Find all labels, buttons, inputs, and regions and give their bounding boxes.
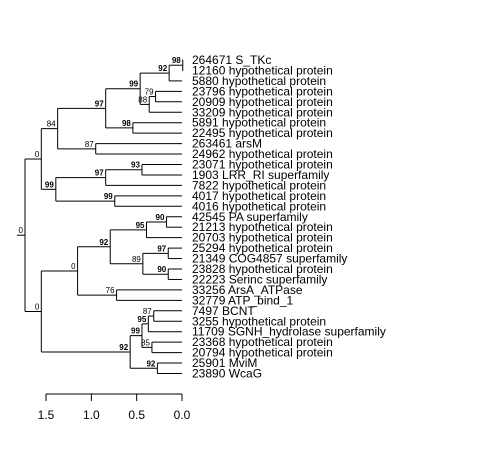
tip-label: 22223 Serinc superfamily xyxy=(192,272,327,286)
support-value: 98 xyxy=(172,56,181,65)
support-value: 87 xyxy=(143,307,152,316)
tip-label: 22495 hypothetical protein xyxy=(192,126,333,140)
support-value: 97 xyxy=(95,169,104,178)
support-value: 0 xyxy=(35,302,40,311)
support-value: 95 xyxy=(136,221,145,230)
support-value: 99 xyxy=(45,180,54,189)
support-value: 99 xyxy=(104,192,113,201)
support-value: 90 xyxy=(156,213,165,222)
support-value: 92 xyxy=(146,359,155,368)
tip-label: 33209 hypothetical protein xyxy=(192,105,333,119)
axis-tick-label: 0.5 xyxy=(128,408,145,422)
tip-label: 23890 WcaG xyxy=(192,367,262,381)
support-value: 97 xyxy=(157,244,166,253)
tip-label: 20909 hypothetical protein xyxy=(192,95,333,109)
tip-label: 264671 S_TKc xyxy=(192,53,271,67)
support-value: 0 xyxy=(71,262,76,271)
support-value: 99 xyxy=(129,80,138,89)
support-value: 92 xyxy=(158,64,167,73)
tip-label: 11709 SGNH_hydrolase superfamily xyxy=(192,325,386,339)
support-value: 93 xyxy=(131,161,140,170)
tip-label: 33256 ArsA_ATPase xyxy=(192,283,303,297)
tree-branches xyxy=(17,59,184,374)
support-value: 97 xyxy=(95,99,104,108)
axis-tick-label: 1.0 xyxy=(83,408,100,422)
support-value: 76 xyxy=(106,286,115,295)
axis-tick-label: 0.0 xyxy=(174,408,191,422)
axis-tick-label: 1.5 xyxy=(38,408,55,422)
support-value: 0 xyxy=(19,226,24,235)
support-value: 92 xyxy=(99,238,108,247)
tip-label: 25901 MviM xyxy=(192,356,257,370)
support-value: 92 xyxy=(119,343,128,352)
tip-label: 12160 hypothetical protein xyxy=(192,63,333,77)
tip-label: 5880 hypothetical protein xyxy=(192,74,326,88)
support-value: 98 xyxy=(122,119,131,128)
tip-label: 25294 hypothetical protein xyxy=(192,241,333,255)
support-value: 87 xyxy=(85,140,94,149)
support-value: 84 xyxy=(47,120,56,129)
scale-axis: 1.5 1.0 0.5 0.0 xyxy=(38,393,191,422)
tip-label: 42545 PA superfamily xyxy=(192,210,308,224)
tip-label: 7497 BCNT xyxy=(192,304,255,318)
support-value: 90 xyxy=(157,265,166,274)
tip-label: 23071 hypothetical protein xyxy=(192,158,333,172)
support-value: 89 xyxy=(132,255,141,264)
tip-label: 23368 hypothetical protein xyxy=(192,335,333,349)
support-value: 99 xyxy=(131,327,140,336)
tip-label: 32779 ATP_bind_1 xyxy=(192,293,294,307)
tip-label: 20794 hypothetical protein xyxy=(192,346,333,360)
tip-label: 20703 hypothetical protein xyxy=(192,231,333,245)
tip-label: 5891 hypothetical protein xyxy=(192,116,326,130)
tip-label: 23796 hypothetical protein xyxy=(192,84,333,98)
tip-label: 263461 arsM xyxy=(192,137,262,151)
support-values: 9892798899989787849397999909095979089927… xyxy=(19,56,182,368)
tip-label: 7822 hypothetical protein xyxy=(192,178,326,192)
tip-label: 1903 LRR_RI superfamily xyxy=(192,168,329,182)
support-value: 79 xyxy=(145,88,154,97)
support-value: 85 xyxy=(141,338,150,347)
tip-label: 4016 hypothetical protein xyxy=(192,199,326,213)
support-value: 88 xyxy=(138,95,147,104)
tip-label: 4017 hypothetical protein xyxy=(192,189,326,203)
support-value: 0 xyxy=(35,150,40,159)
tip-label: 3255 hypothetical protein xyxy=(192,314,326,328)
tip-label: 21213 hypothetical protein xyxy=(192,220,333,234)
tip-label: 24962 hypothetical protein xyxy=(192,147,333,161)
support-value: 95 xyxy=(137,315,146,324)
tip-label: 21349 COG4857 superfamily xyxy=(192,252,347,266)
tip-label: 23828 hypothetical protein xyxy=(192,262,333,276)
